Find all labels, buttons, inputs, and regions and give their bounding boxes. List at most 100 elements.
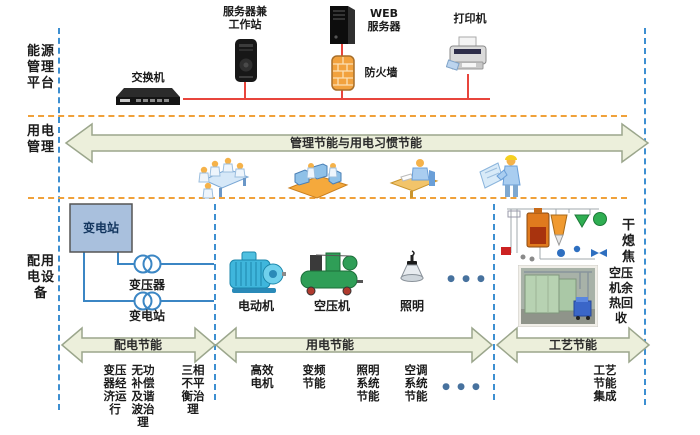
section-label-power-management: 用电 管理 — [23, 124, 59, 156]
label-row: 三相 — [181, 363, 205, 377]
printer-icon — [446, 36, 487, 71]
web-server-label: WEB 服务器 — [358, 7, 410, 33]
cdq-label: 干 熄 焦 — [620, 218, 638, 266]
label-row: 干 — [621, 218, 636, 233]
label-row: 节能 — [302, 376, 326, 390]
label-row: 熄 — [621, 234, 636, 249]
lighting-label: 照明 — [399, 299, 424, 313]
label-row: 热回 — [608, 296, 633, 310]
label-row: 不平 — [181, 376, 205, 390]
lighting-lamp-icon — [400, 250, 424, 282]
label-row: 焦 — [621, 250, 636, 265]
label-row: 服务器 — [367, 20, 401, 33]
management-arrow-label: 管理节能与用电习惯节能 — [289, 136, 422, 150]
section-label-row: 管理 — [26, 140, 55, 155]
label-row: 理 — [187, 402, 199, 416]
label-row: 集成 — [593, 389, 617, 403]
measure-lighting-system: 照明 系统 节能 — [352, 364, 384, 403]
management-saving-arrow — [64, 122, 650, 164]
label-row: 节能 — [593, 376, 617, 390]
section-label-row: 平台 — [26, 76, 55, 91]
measure-hvac-system: 空调 系统 节能 — [400, 364, 432, 403]
label-row: 补偿 — [131, 376, 155, 390]
label-row: 系统 — [404, 376, 428, 390]
guide-line-vertical-mid1 — [214, 204, 216, 400]
heat-recovery-label: 空压 机余 热回 收 — [604, 266, 638, 326]
label-row: 电机 — [250, 376, 274, 390]
machinery-photo — [518, 265, 598, 327]
section-label-row: 备 — [33, 286, 48, 301]
section-label-row: 配用 — [26, 254, 55, 269]
section-label-row: 管理 — [26, 60, 55, 75]
label-row: 空调 — [404, 363, 428, 377]
label-row: 行 — [109, 402, 121, 416]
transformer-label: 变压器 — [128, 278, 165, 292]
label-row: 济运 — [103, 389, 127, 403]
server-workstation-label: 服务器兼 工作站 — [210, 5, 280, 31]
section-label-distribution-equipment: 配用 电设 备 — [23, 254, 59, 302]
process-saving-arrow-label: 工艺节能 — [548, 338, 597, 352]
substation-box — [69, 203, 133, 253]
electric-motor-icon — [229, 251, 286, 293]
label-row: 节能 — [356, 389, 380, 403]
firewall-label: 防火墙 — [364, 66, 398, 79]
measure-three-phase-balance: 三相 不平 衡治 理 — [177, 364, 209, 416]
label-row: 变频 — [302, 363, 326, 377]
label-row: 空压 — [608, 266, 633, 280]
label-row: 衡治 — [181, 389, 205, 403]
firewall-icon — [331, 55, 355, 91]
motor-label: 电动机 — [237, 299, 274, 313]
guide-line-vertical-mid2 — [493, 204, 495, 400]
measure-high-efficiency-motor: 高效 电机 — [246, 364, 278, 390]
label-row: 器经 — [103, 376, 127, 390]
label-row: 工艺 — [593, 363, 617, 377]
equipment-ellipsis: ● ● ● — [447, 274, 487, 284]
usage-saving-arrow — [214, 326, 494, 364]
distribution-saving-arrow-label: 配电节能 — [113, 338, 162, 352]
section-label-row: 能源 — [26, 44, 55, 59]
label-row: 及谐 — [131, 389, 155, 403]
web-server-icon — [330, 6, 355, 44]
label-row: 理 — [137, 415, 149, 429]
switch-icon — [116, 88, 180, 105]
label-row: 变压 — [103, 363, 127, 377]
measures-ellipsis: ● ● ● — [442, 382, 482, 392]
label-row: WEB — [369, 7, 399, 20]
section-label-row: 用电 — [26, 124, 55, 139]
label-row: 机余 — [608, 281, 633, 295]
label-row: 无功 — [131, 363, 155, 377]
label-row: 照明 — [356, 363, 380, 377]
label-row: 波治 — [131, 402, 155, 416]
section-label-energy-platform: 能源 管理 平台 — [23, 44, 59, 92]
label-row: 高效 — [250, 363, 274, 377]
label-row: 收 — [614, 311, 627, 325]
air-compressor-icon — [300, 252, 363, 296]
workshop-clipart — [287, 163, 349, 199]
guide-line-vertical-left — [58, 28, 60, 410]
compressor-label: 空压机 — [313, 299, 350, 313]
measure-reactive-compensation: 无功 补偿 及谐 波治 理 — [127, 364, 159, 429]
distribution-circuit — [83, 252, 214, 311]
section-label-row: 电设 — [26, 270, 55, 285]
substation-box-label: 变电站 — [82, 221, 119, 235]
measure-transformer-economic: 变压 器经 济运 行 — [99, 364, 131, 416]
guide-line-horizontal-top — [28, 115, 627, 117]
usage-saving-arrow-label: 用电节能 — [305, 338, 354, 352]
process-flow-diagram — [501, 208, 607, 262]
process-saving-arrow — [495, 326, 651, 364]
person-at-desk-clipart — [389, 159, 439, 198]
label-row: 服务器兼 — [223, 5, 267, 18]
server-workstation-icon — [235, 39, 257, 82]
meeting-clipart — [198, 157, 250, 199]
label-row: 系统 — [356, 376, 380, 390]
switch-label: 交换机 — [131, 71, 165, 84]
label-row: 节能 — [404, 389, 428, 403]
worker-with-plan-clipart — [479, 155, 521, 197]
measure-vfd-saving: 变频 节能 — [298, 364, 330, 390]
guide-line-horizontal-bottom — [28, 197, 627, 199]
label-row: 工作站 — [228, 18, 262, 31]
guide-line-vertical-right — [644, 28, 646, 405]
measure-process-integration: 工艺 节能 集成 — [589, 364, 621, 403]
